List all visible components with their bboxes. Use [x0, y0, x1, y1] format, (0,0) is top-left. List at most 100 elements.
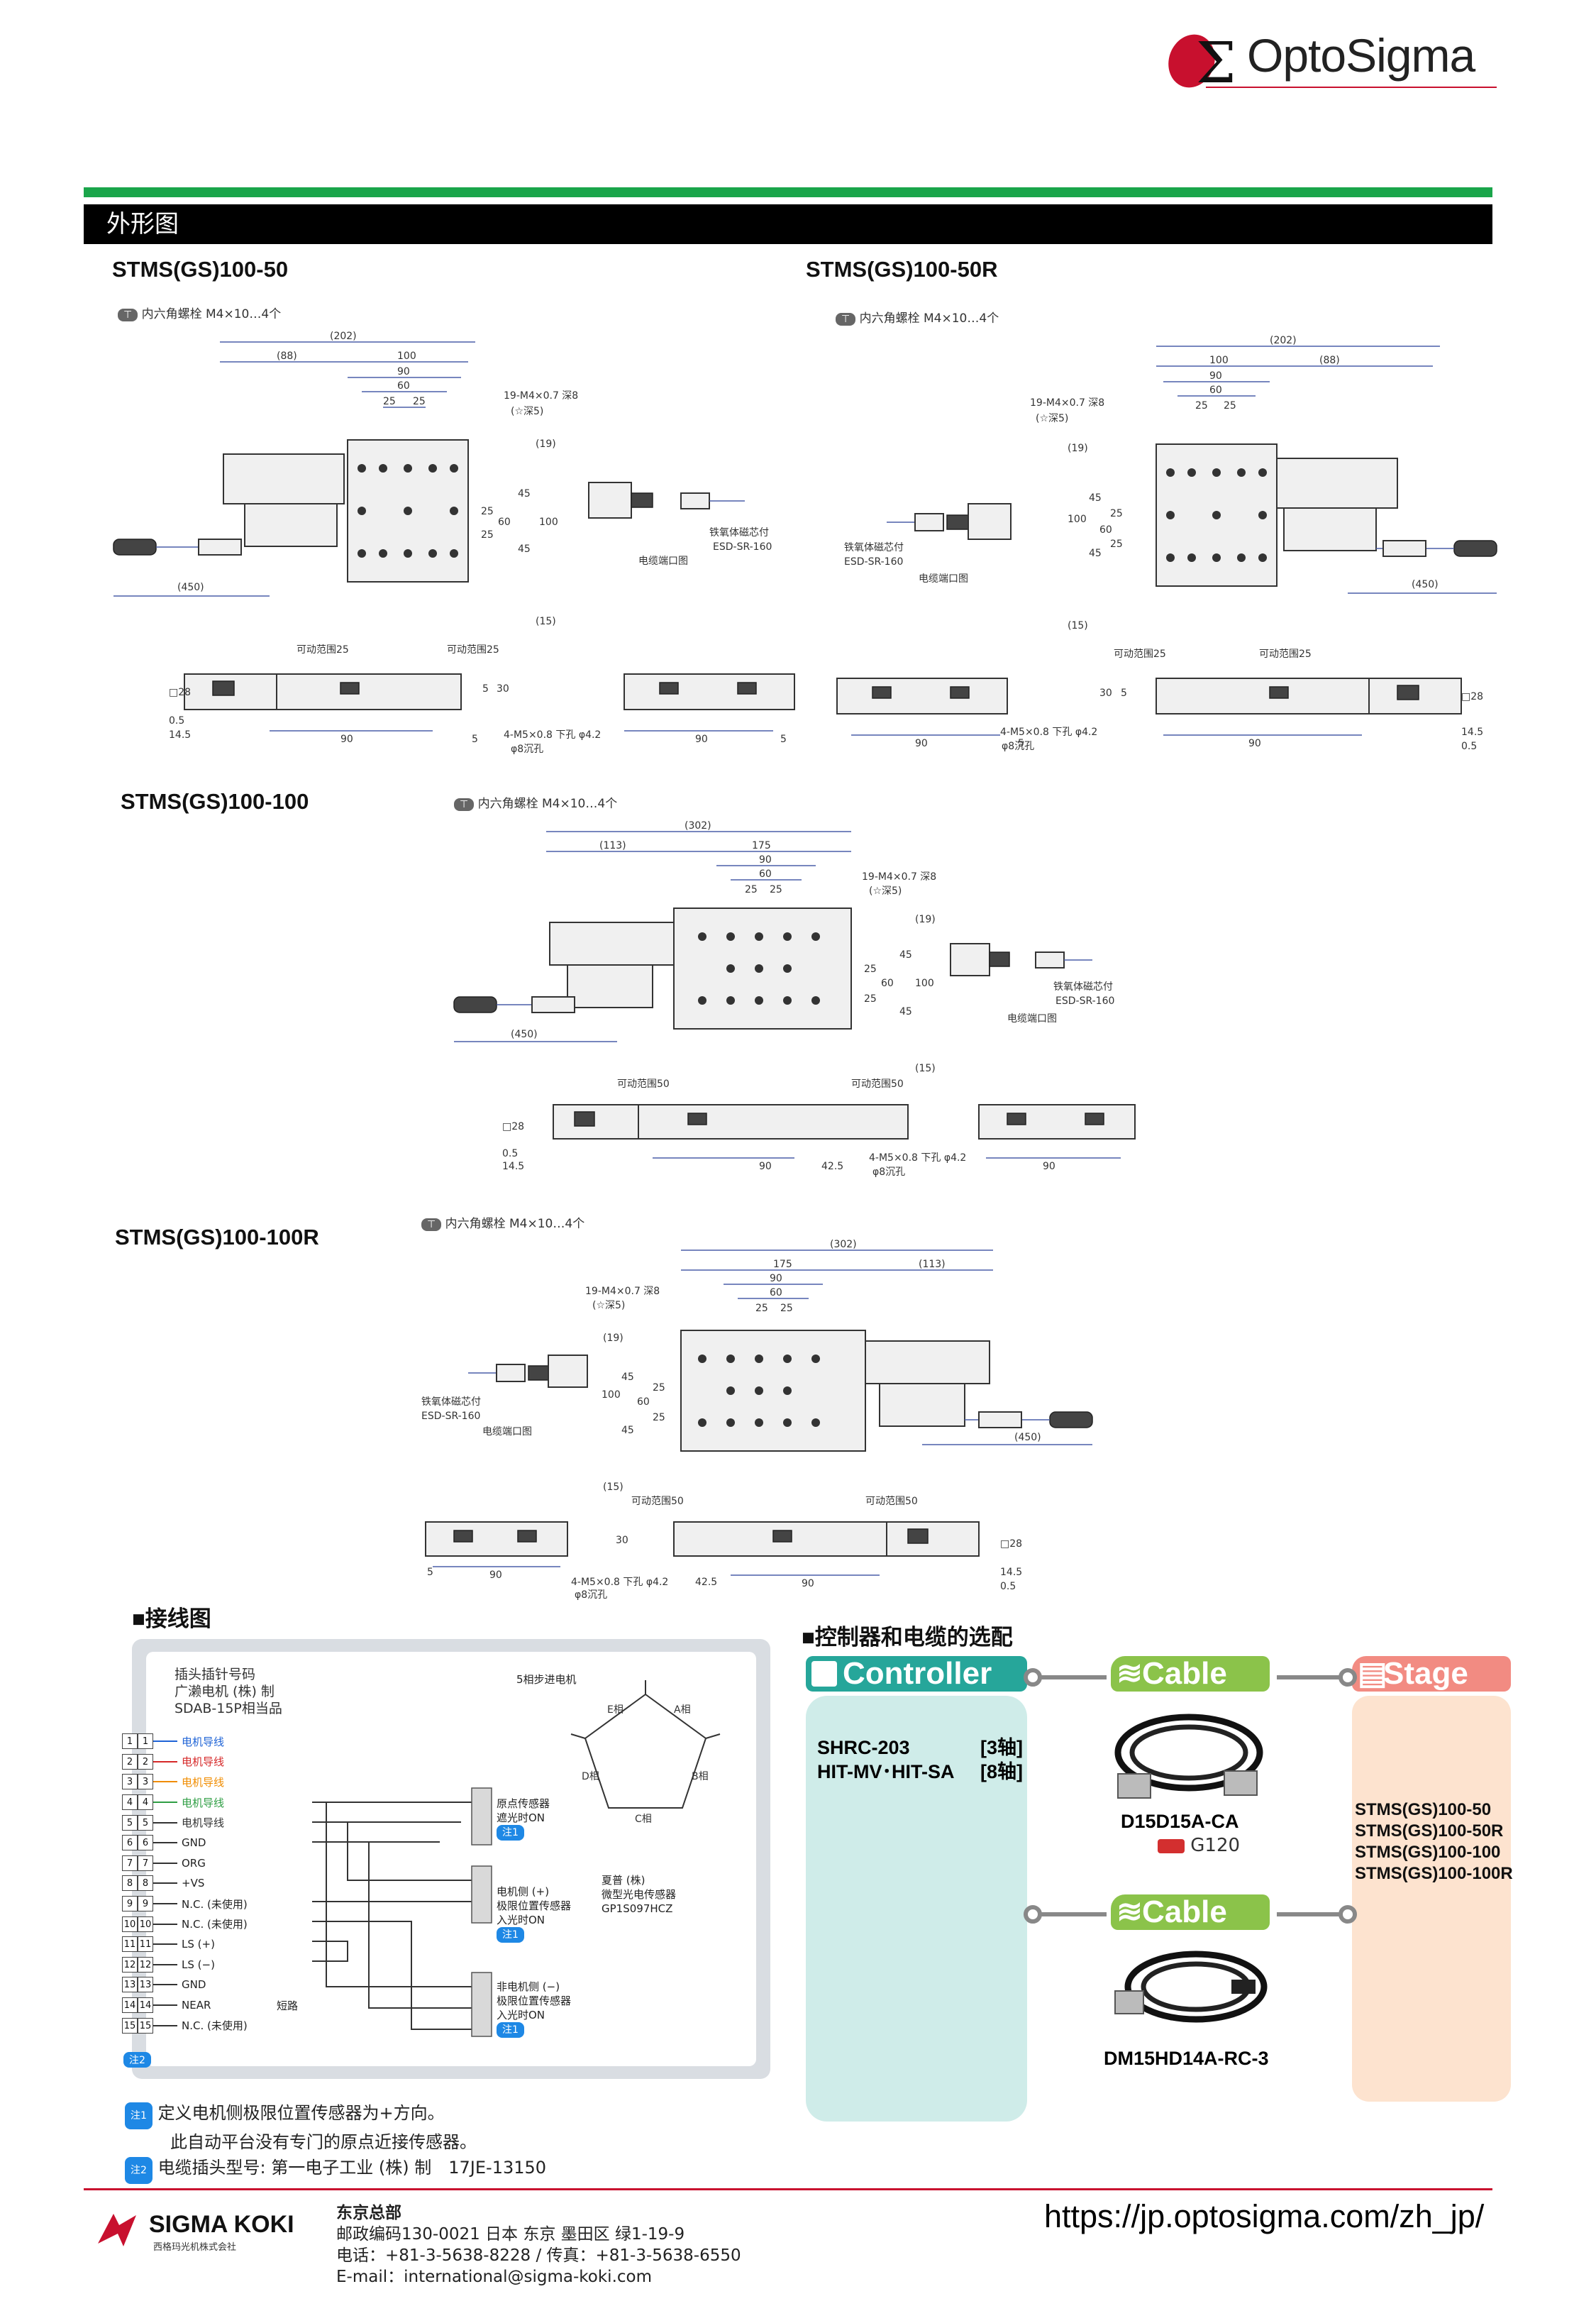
pin-number: 12 — [122, 1956, 138, 1973]
compat-connectors — [1024, 1668, 1357, 1924]
pin-wire — [153, 1821, 177, 1824]
wiring-title: ■接线图 — [132, 1606, 211, 1631]
dim-text: (450) — [511, 1029, 538, 1040]
dim-text: 4-M5×0.8 下孔 φ4.2 — [869, 1152, 966, 1164]
note1b-text: 此自动平台没有专门的原点近接传感器。 — [170, 2132, 477, 2152]
range-label: 可动范围25 — [1114, 648, 1166, 660]
dim-text: (15) — [536, 616, 556, 627]
pin-number: 3 — [122, 1774, 138, 1790]
pin-number: 10 — [122, 1916, 138, 1932]
phase-label: B相 — [692, 1771, 709, 1782]
pin-signal: LS (+) — [182, 1938, 215, 1951]
dim-text: 60 — [498, 517, 511, 528]
dim-text: 25 — [653, 1412, 665, 1423]
dim-text: (202) — [330, 331, 357, 342]
pin-number: 2 — [138, 1753, 153, 1770]
dim-text: 25 — [481, 529, 494, 541]
dim-text: (19) — [1068, 443, 1088, 454]
dim-text: 60 — [1209, 385, 1222, 396]
sensor-maker-line: 微型光电传感器 — [602, 1888, 677, 1901]
dim-text: 90 — [397, 366, 410, 377]
cable-label: 铁氧体磁芯付 — [1053, 981, 1113, 993]
stage-header: ▤Stage — [1352, 1656, 1511, 1692]
dim-text: 5 — [780, 734, 787, 745]
pin-signal: +VS — [182, 1877, 205, 1890]
port-label: 电缆端口图 — [1007, 1013, 1057, 1025]
cable-code: ESD-SR-160 — [1055, 995, 1114, 1007]
cable2-name: DM15HD14A-RC-3 — [1104, 2048, 1269, 2069]
cable1-image — [1114, 1714, 1263, 1799]
optosigma-logo: Σ OptoSigma — [1163, 26, 1504, 96]
dim-text: 100 — [1209, 355, 1229, 366]
dim-text: 100 — [1068, 514, 1087, 525]
dim-text: (202) — [1270, 335, 1297, 346]
pin-signal: 电机导线 — [182, 1796, 225, 1809]
website-link[interactable]: https://jp.optosigma.com/zh_jp/ — [1044, 2198, 1485, 2234]
dim-text: 25 — [864, 964, 877, 975]
dim-text: □28 — [169, 687, 191, 698]
controller-axes: [3轴] — [980, 1737, 1023, 1758]
cable-header-label: Cable — [1142, 1894, 1227, 1929]
dim-text: 90 — [1043, 1161, 1055, 1172]
pin-signal: ORG — [182, 1856, 206, 1870]
sensor-minus: 非电机侧 (−) 极限位置传感器 入光时ON 注1 — [497, 1980, 571, 2038]
dim-text: 90 — [759, 1161, 772, 1172]
pin-wire — [153, 1923, 177, 1925]
dim-text: (19) — [536, 438, 556, 450]
pin-wire — [153, 1740, 177, 1743]
connector-note-line: 插头插针号码 — [174, 1667, 256, 1682]
pin-number: 12 — [138, 1956, 153, 1973]
dim-text: (450) — [1412, 579, 1439, 590]
dim-text: 19-M4×0.7 深8 — [1030, 397, 1104, 409]
section-title: 外形图 — [84, 204, 1492, 244]
pin-number: 6 — [122, 1835, 138, 1851]
sensor-plus-line: 入光时ON — [497, 1914, 545, 1926]
dim-text: 14.5 — [169, 729, 191, 741]
pin-number: 5 — [138, 1814, 153, 1831]
dim-text: 90 — [1248, 738, 1261, 749]
cable1-code: G120 — [1190, 1835, 1241, 1856]
email: E-mail：international@sigma-koki.com — [336, 2268, 652, 2286]
cable-label: 铁氧体磁芯付 — [421, 1396, 481, 1408]
dim-text: 25 — [383, 396, 396, 407]
dim-text: 14.5 — [1000, 1567, 1022, 1578]
model-title-2: STMS(GS)100-50R — [806, 257, 998, 282]
dim-text: 0.5 — [502, 1148, 518, 1159]
cable-header-1: ≋Cable — [1111, 1656, 1270, 1692]
controller-name: HIT-MV･HIT-SA — [817, 1761, 955, 1782]
pin-number: 3 — [138, 1774, 153, 1790]
dim-text: 5 — [1018, 738, 1024, 749]
sigma-koki-logo: SIGMA KOKI 西格玛光机株式会社 — [92, 2208, 305, 2258]
dim-text: 90 — [802, 1578, 814, 1589]
dim-text: (113) — [599, 840, 626, 851]
dim-text: 30 — [1099, 688, 1112, 699]
dim-text: 60 — [397, 380, 410, 392]
dim-text: 45 — [1089, 492, 1102, 504]
brand-name: OptoSigma — [1247, 29, 1475, 82]
note1-badge: 注1 — [497, 1825, 524, 1841]
note2-badge: 注2 — [125, 2157, 153, 2184]
dim-text: (88) — [1319, 355, 1340, 366]
pin-signal: 电机导线 — [182, 1816, 225, 1830]
dim-text: 25 — [481, 506, 494, 517]
dim-text: 45 — [1089, 548, 1102, 559]
sigma-koki-logo-mark — [98, 2214, 136, 2246]
dim-text: 5 — [427, 1567, 433, 1578]
dim-text: φ8沉孔 — [872, 1166, 905, 1178]
sensor-plus: 电机侧 (+) 极限位置传感器 入光时ON 注1 — [497, 1885, 571, 1943]
port-label: 电缆端口图 — [482, 1426, 532, 1438]
dim-text: φ8沉孔 — [575, 1589, 607, 1601]
phase-label: E相 — [607, 1704, 624, 1716]
pin-signal: LS (−) — [182, 1958, 215, 1971]
drawing-side-3: 可动范围50 可动范围50 □28 0.5 14.5 90 42.5 4-M5×… — [502, 1078, 1136, 1178]
note1-badge: 注1 — [497, 1927, 524, 1943]
dim-text: (15) — [603, 1482, 624, 1493]
